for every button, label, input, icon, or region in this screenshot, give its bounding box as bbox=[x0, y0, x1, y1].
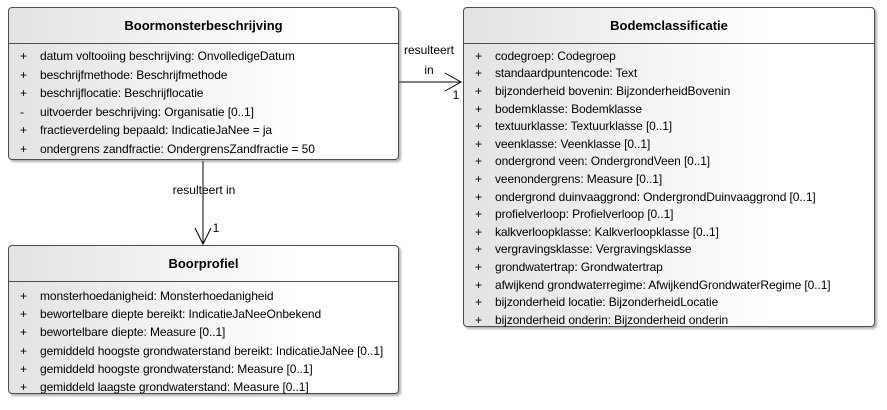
attribute-text: profielverloop: Profielverloop [0..1] bbox=[495, 207, 674, 222]
visibility-marker: + bbox=[20, 307, 28, 322]
attribute-text: beschrijflocatie: Beschrijflocatie bbox=[40, 86, 204, 101]
visibility-marker: + bbox=[20, 289, 28, 304]
class-box-boormonsterbeschrijving: Boormonsterbeschrijving + datum voltooiin… bbox=[8, 7, 399, 160]
visibility-marker: + bbox=[475, 66, 483, 81]
visibility-marker: + bbox=[20, 343, 28, 358]
attribute-row: + datum voltooiing beschrijving: Onvolled… bbox=[9, 47, 398, 66]
visibility-marker: + bbox=[475, 101, 483, 116]
visibility-marker: + bbox=[475, 171, 483, 186]
attribute-row: + bewortelbare diepte: Measure [0..1] bbox=[9, 323, 398, 341]
attribute-row: + standaardpuntencode: Text bbox=[464, 65, 874, 83]
attribute-text: uitvoerder beschrijving: Organisatie [0.… bbox=[40, 104, 254, 119]
attribute-row: + bewortelbare diepte bereikt: IndicatieJ… bbox=[9, 305, 398, 323]
visibility-marker: + bbox=[475, 119, 483, 134]
attribute-row: + afwijkend grondwaterregime: AfwijkendGr… bbox=[464, 276, 874, 294]
attribute-text: monsterhoedanigheid: Monsterhoedanigheid bbox=[40, 289, 274, 304]
visibility-marker: + bbox=[475, 48, 483, 63]
class-title: Boorprofiel bbox=[9, 246, 398, 282]
visibility-marker: + bbox=[475, 83, 483, 98]
attribute-row: + bijzonderheid locatie: BijzonderheidLoc… bbox=[464, 293, 874, 311]
visibility-marker: + bbox=[475, 224, 483, 239]
attribute-text: gemiddeld hoogste grondwaterstand: Measu… bbox=[40, 361, 313, 376]
visibility-marker: + bbox=[20, 123, 28, 138]
visibility-marker: + bbox=[475, 136, 483, 151]
visibility-marker: + bbox=[20, 67, 28, 82]
attribute-row: + profielverloop: Profielverloop [0..1] bbox=[464, 205, 874, 223]
visibility-marker: + bbox=[20, 325, 28, 340]
visibility-marker: + bbox=[20, 86, 28, 101]
attribute-row: + textuurklasse: Textuurklasse [0..1] bbox=[464, 117, 874, 135]
visibility-marker: + bbox=[475, 312, 483, 327]
association-label-line: in bbox=[424, 63, 434, 77]
visibility-marker: + bbox=[475, 154, 483, 169]
class-title: Boormonsterbeschrijving bbox=[9, 8, 398, 44]
attribute-text: fractieverdeling bepaald: IndicatieJaNee… bbox=[40, 123, 272, 138]
visibility-marker: + bbox=[20, 380, 28, 395]
attribute-text: kalkverloopklasse: Kalkverloopklasse [0.… bbox=[495, 224, 719, 239]
attribute-row: + ondergrens zandfractie: OndergrensZandf… bbox=[9, 140, 398, 159]
attribute-row: + bodemklasse: Bodemklasse bbox=[464, 100, 874, 118]
visibility-marker: + bbox=[475, 295, 483, 310]
attribute-list: + codegroep: Codegroep + standaardpuntenco… bbox=[464, 44, 874, 329]
attribute-text: standaardpuntencode: Text bbox=[495, 66, 638, 81]
attribute-text: ondergrond veen: OndergrondVeen [0..1] bbox=[495, 154, 711, 169]
attribute-text: ondergrond duinvaaggrond: OndergrondDuin… bbox=[495, 189, 816, 204]
attribute-text: bodemklasse: Bodemklasse bbox=[495, 101, 643, 116]
attribute-row: + vergravingsklasse: Vergravingsklasse bbox=[464, 241, 874, 259]
class-title: Bodemclassificatie bbox=[464, 8, 874, 44]
attribute-row: + monsterhoedanigheid: Monsterhoedanighei… bbox=[9, 287, 398, 305]
attribute-text: grondwatertrap: Grondwatertrap bbox=[495, 259, 663, 274]
attribute-row: + ondergrond duinvaaggrond: OndergrondDui… bbox=[464, 188, 874, 206]
association-label: resulteert in bbox=[397, 40, 461, 80]
attribute-text: beschrijfmethode: Beschrijfmethode bbox=[40, 67, 228, 82]
attribute-row: + beschrijfmethode: Beschrijfmethode bbox=[9, 66, 398, 85]
attribute-row: + veenklasse: Veenklasse [0..1] bbox=[464, 135, 874, 153]
attribute-text: bijzonderheid locatie: BijzonderheidLoca… bbox=[495, 295, 719, 310]
attribute-text: gemiddeld laagste grondwaterstand: Measu… bbox=[40, 380, 309, 395]
association-label: resulteert in bbox=[172, 183, 236, 197]
visibility-marker: + bbox=[475, 207, 483, 222]
visibility-marker: + bbox=[20, 49, 28, 64]
attribute-row: + ondergrond veen: OndergrondVeen [0..1] bbox=[464, 153, 874, 171]
attribute-list: + monsterhoedanigheid: Monsterhoedanighei… bbox=[9, 282, 398, 396]
visibility-marker: - bbox=[20, 104, 24, 119]
visibility-marker: + bbox=[475, 259, 483, 274]
attribute-text: veenklasse: Veenklasse [0..1] bbox=[495, 136, 651, 151]
attribute-row: + fractieverdeling bepaald: IndicatieJaNe… bbox=[9, 121, 398, 140]
attribute-text: veenondergrens: Measure [0..1] bbox=[495, 171, 663, 186]
visibility-marker: + bbox=[475, 189, 483, 204]
attribute-text: textuurklasse: Textuurklasse [0..1] bbox=[495, 119, 673, 134]
attribute-text: bewortelbare diepte: Measure [0..1] bbox=[40, 325, 226, 340]
attribute-text: bewortelbare diepte bereikt: IndicatieJa… bbox=[40, 307, 322, 322]
attribute-row: + beschrijflocatie: Beschrijflocatie bbox=[9, 84, 398, 103]
attribute-row: + bijzonderheid onderin: Bijzonderheid on… bbox=[464, 311, 874, 329]
class-box-bodemclassificatie: Bodemclassificatie + codegroep: Codegroep… bbox=[463, 7, 875, 327]
attribute-text: gemiddeld hoogste grondwaterstand bereik… bbox=[40, 343, 384, 358]
association-label-line: resulteert bbox=[403, 43, 455, 57]
attribute-row: + gemiddeld hoogste grondwaterstand: Meas… bbox=[9, 360, 398, 378]
attribute-row: + bijzonderheid bovenin: BijzonderheidBov… bbox=[464, 82, 874, 100]
attribute-row: + gemiddeld hoogste grondwaterstand berei… bbox=[9, 342, 398, 360]
attribute-text: bijzonderheid bovenin: BijzonderheidBove… bbox=[495, 83, 731, 98]
attribute-row: + gemiddeld laagste grondwaterstand: Meas… bbox=[9, 378, 398, 396]
association-multiplicity: 1 bbox=[452, 88, 460, 102]
visibility-marker: + bbox=[475, 277, 483, 292]
attribute-text: afwijkend grondwaterregime: AfwijkendGro… bbox=[495, 277, 831, 292]
attribute-text: vergravingsklasse: Vergravingsklasse bbox=[495, 242, 692, 257]
attribute-text: codegroep: Codegroep bbox=[495, 48, 616, 63]
attribute-text: bijzonderheid onderin: Bijzonderheid ond… bbox=[495, 312, 729, 327]
visibility-marker: + bbox=[20, 141, 28, 156]
attribute-row: + grondwatertrap: Grondwatertrap bbox=[464, 258, 874, 276]
attribute-row: + codegroep: Codegroep bbox=[464, 47, 874, 65]
visibility-marker: + bbox=[20, 361, 28, 376]
attribute-text: ondergrens zandfractie: OndergrensZandfr… bbox=[40, 141, 315, 156]
attribute-row: + kalkverloopklasse: Kalkverloopklasse [0… bbox=[464, 223, 874, 241]
attribute-list: + datum voltooiing beschrijving: Onvolled… bbox=[9, 44, 398, 158]
attribute-row: + veenondergrens: Measure [0..1] bbox=[464, 170, 874, 188]
visibility-marker: + bbox=[475, 242, 483, 257]
association-multiplicity: 1 bbox=[212, 221, 220, 235]
attribute-row: - uitvoerder beschrijving: Organisatie [0… bbox=[9, 103, 398, 122]
class-box-boorprofiel: Boorprofiel + monsterhoedanigheid: Monste… bbox=[8, 245, 399, 394]
attribute-text: datum voltooiing beschrijving: Onvolledi… bbox=[40, 49, 295, 64]
